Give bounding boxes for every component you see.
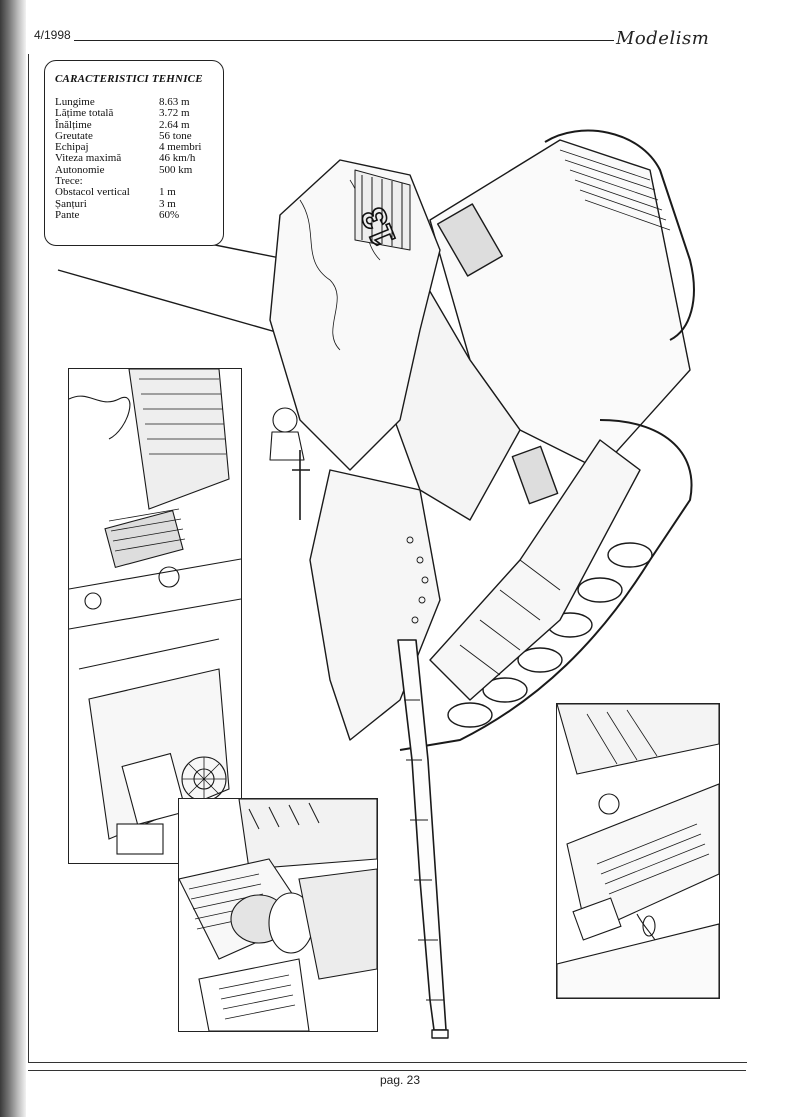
spec-value: 60% — [159, 208, 180, 221]
spec-label: Lățime totală — [55, 107, 114, 120]
crew-commander — [269, 407, 305, 461]
engine-grille — [436, 203, 504, 277]
spec-label: Viteza maximă — [55, 152, 122, 165]
spec-label: Greutate — [55, 129, 93, 142]
spec-label: Echipaj — [55, 141, 89, 154]
magazine-logo: Modelism — [616, 28, 710, 49]
page-number: pag. 23 — [379, 1073, 421, 1087]
spec-row: Lățime totală 3.72 m — [55, 107, 213, 120]
spec-label: Șanțuri — [55, 197, 87, 210]
antenna-line — [57, 269, 291, 337]
footer-rule — [28, 1070, 746, 1071]
spec-row: Șanțuri 3 m — [55, 197, 213, 210]
spec-row: Viteza maximă 46 km/h — [55, 152, 213, 165]
spec-row: Pante 60% — [55, 208, 213, 221]
detail-inset-left — [68, 368, 242, 864]
upper-track — [544, 129, 695, 341]
spec-label: Pante — [55, 208, 80, 221]
detail-inset-center — [178, 798, 378, 1032]
spec-row: Autonomie 500 km — [55, 163, 213, 176]
machine-gun — [292, 450, 310, 520]
header-rule — [74, 40, 614, 41]
specs-box: CARACTERISTICI TEHNICE Lungime 8.63 m Lăț… — [44, 60, 224, 246]
detail-inset-right — [556, 703, 720, 999]
spec-value: 46 km/h — [159, 152, 196, 165]
main-gun — [397, 639, 449, 1039]
spec-value: 8.63 m — [159, 96, 190, 108]
spec-value: 1 m — [159, 186, 176, 199]
issue-number: 4/1998 — [34, 28, 71, 42]
spec-row: Obstacol vertical 1 m — [55, 186, 213, 199]
lower-track — [399, 419, 693, 751]
detail-drawing — [69, 369, 241, 855]
spec-row: Greutate 56 tone — [55, 129, 213, 142]
spec-row: Înălțime 2.64 m — [55, 118, 213, 131]
spec-value: 2.64 m — [159, 118, 190, 131]
road-wheels — [447, 542, 653, 728]
spec-label: Înălțime — [55, 118, 92, 131]
spec-label: Obstacol vertical — [55, 186, 130, 199]
spec-row: Trece: — [55, 175, 213, 188]
spec-row: Echipaj 4 membri — [55, 141, 213, 154]
engine-grille — [511, 445, 559, 505]
page-frame — [28, 54, 747, 1063]
spec-value: 3.72 m — [159, 107, 190, 120]
spec-row: Lungime 8.63 m — [55, 96, 213, 108]
spec-label: Trece: — [55, 175, 83, 188]
spec-value: 4 membri — [159, 141, 202, 154]
detail-drawing — [557, 704, 719, 998]
spec-value: 500 km — [159, 163, 193, 176]
binding-shadow — [0, 0, 26, 1117]
specs-title: CARACTERISTICI TEHNICE — [55, 73, 203, 85]
spec-label: Lungime — [55, 96, 95, 108]
detail-drawing — [179, 799, 377, 1031]
spec-value: 56 tone — [159, 129, 192, 142]
spec-label: Autonomie — [55, 163, 105, 176]
spec-value: 3 m — [159, 197, 176, 210]
